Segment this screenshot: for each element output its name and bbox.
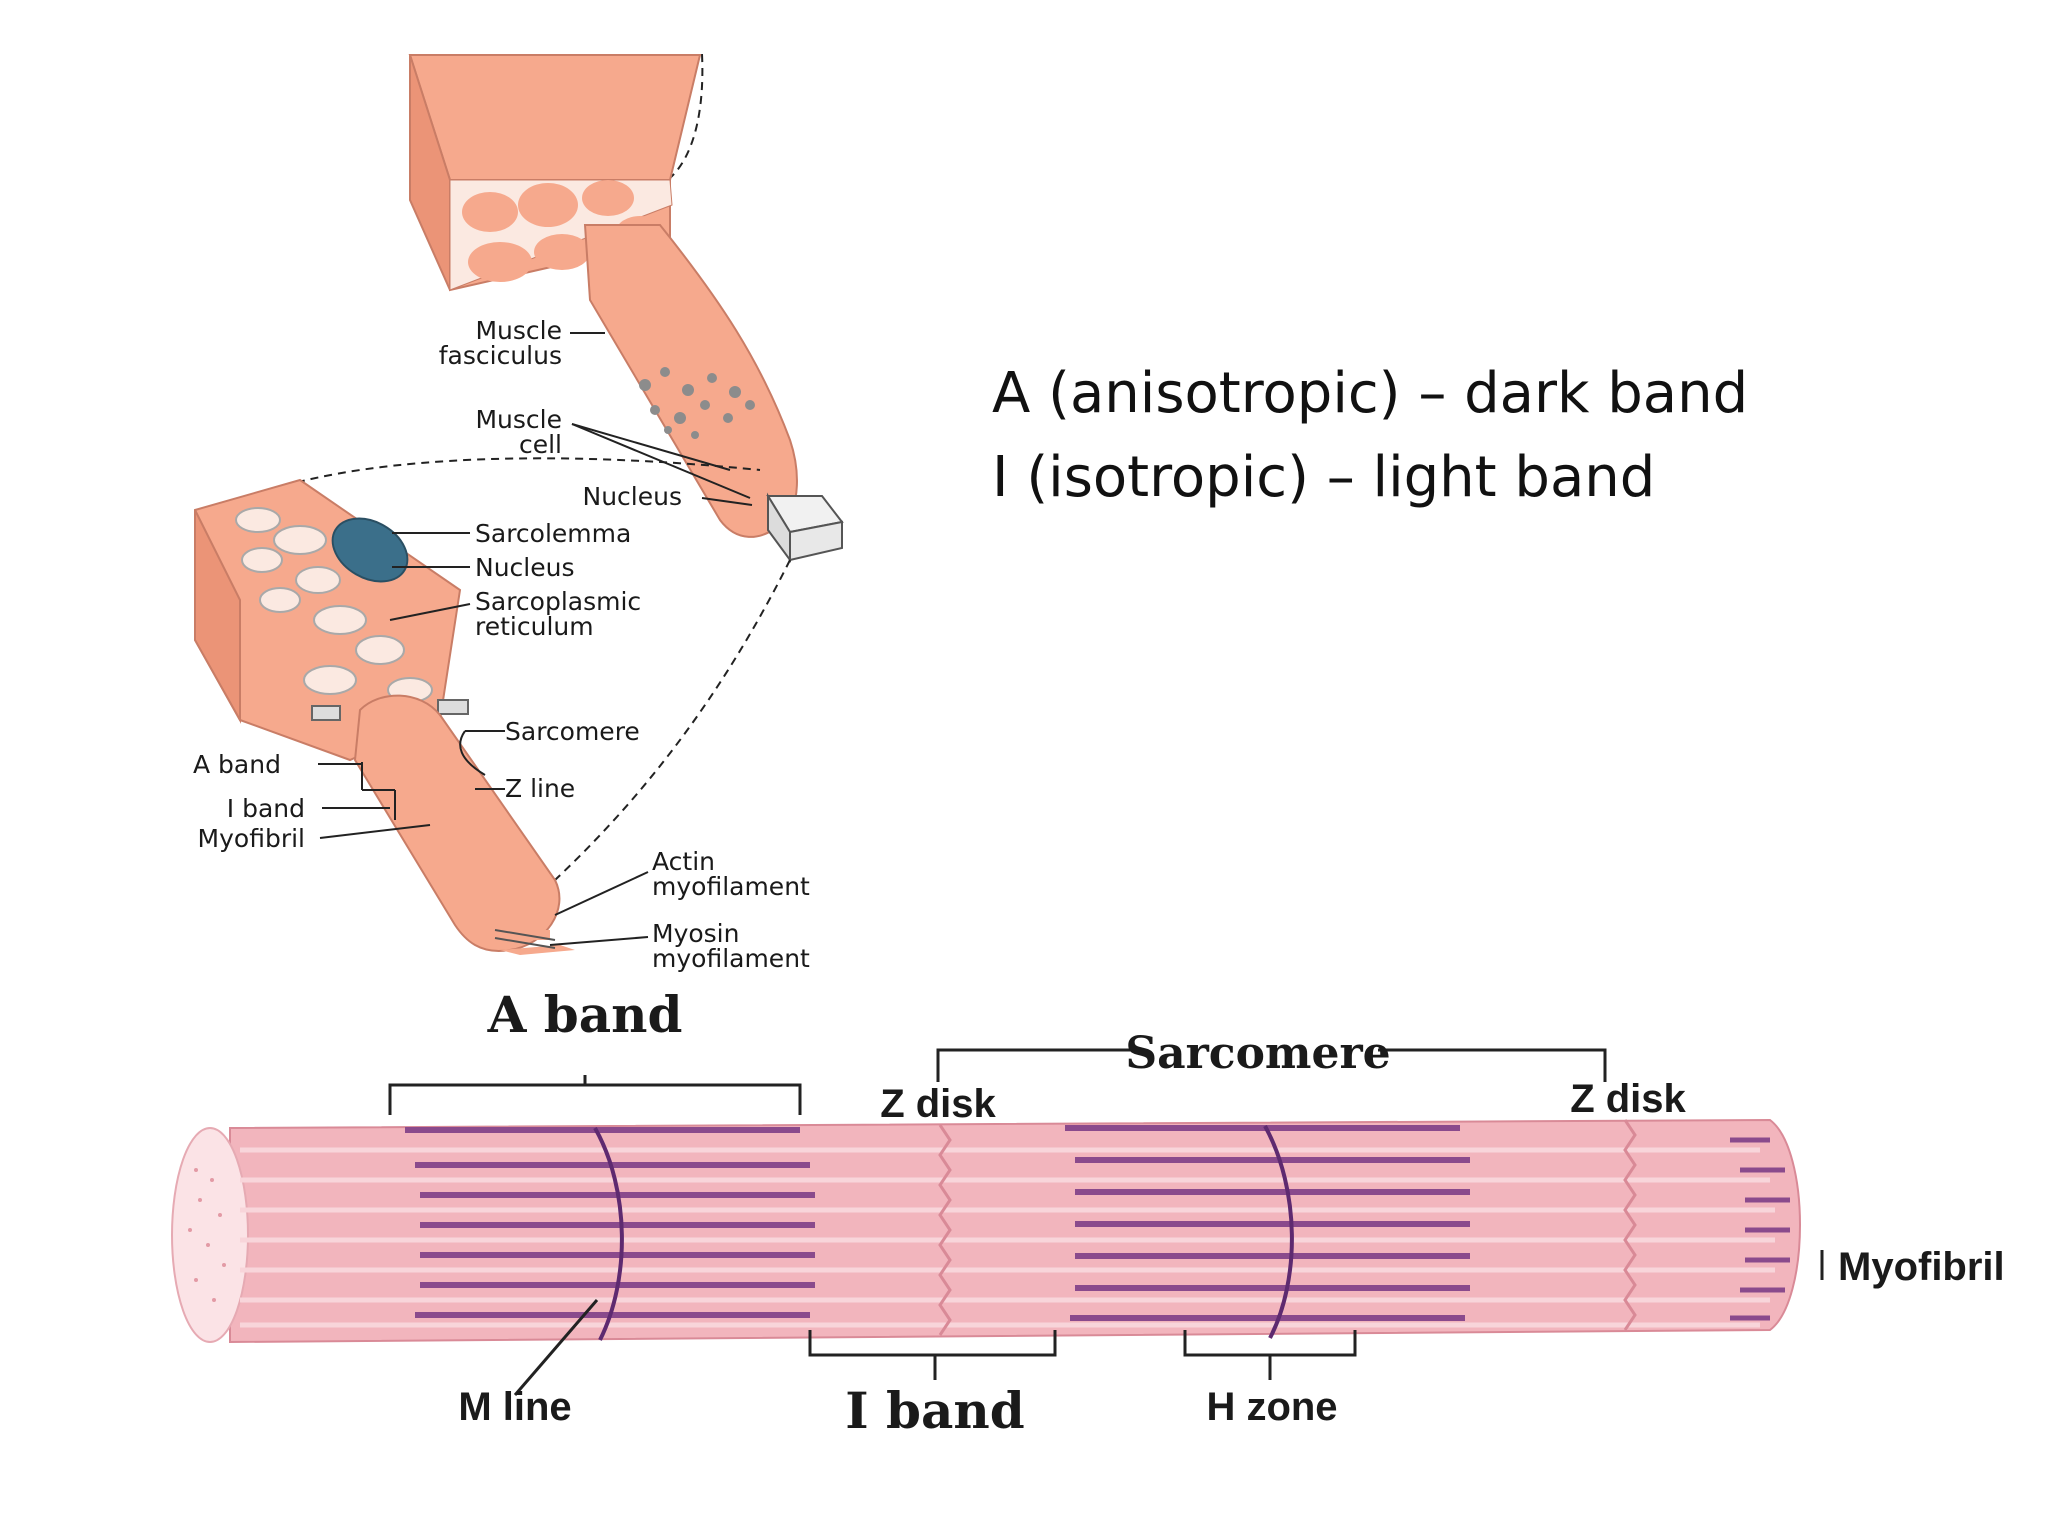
label-sarcolemma: Sarcolemma	[475, 519, 631, 548]
label-z-disk-right: Z disk	[1570, 1077, 1686, 1121]
label-h-zone: H zone	[1206, 1385, 1337, 1429]
label-z-disk-left: Z disk	[880, 1082, 996, 1126]
label-actin-1: Actin	[652, 847, 715, 876]
top-labels: Muscle fasciculus Muscle cell Nucleus Sa…	[193, 316, 810, 973]
myofibril-body	[229, 1118, 1801, 1344]
label-muscle-cell-1: Muscle	[475, 405, 562, 434]
label-a-band-top: A band	[193, 750, 281, 779]
myofibril-end-cap	[171, 1127, 249, 1343]
dashed-guide-left	[269, 457, 761, 491]
label-i-band-top: I band	[227, 794, 305, 823]
myofibril-tube	[353, 694, 575, 955]
right-edge-myosin	[1730, 1137, 1790, 1321]
label-myosin-2: myofilament	[652, 944, 810, 973]
leader-lines	[318, 332, 753, 946]
sarcomere-diagram: A band Sarcomere Z disk Z disk Myofibril…	[171, 985, 2005, 1440]
label-a-band: A band	[487, 985, 683, 1044]
label-muscle-cell-2: cell	[519, 430, 562, 459]
nucleus-shape	[331, 517, 409, 583]
label-z-line: Z line	[505, 774, 575, 803]
z-disks	[938, 1119, 1637, 1336]
i-band-definition: I (isotropic) – light band	[992, 445, 1656, 510]
brackets	[388, 1048, 1824, 1396]
muscle-fasciculus-block	[408, 54, 702, 292]
label-nucleus-2: Nucleus	[475, 553, 575, 582]
dashed-guide-right	[554, 559, 791, 881]
m-line-right	[1263, 1125, 1294, 1339]
fiber-cross-sections	[639, 367, 755, 439]
a-band-myosin-right	[1065, 1125, 1470, 1321]
end-cap-dots	[188, 1168, 226, 1302]
label-sarcoplasmic-reticulum-2: reticulum	[475, 612, 594, 641]
a-band-definition: A (anisotropic) – dark band	[992, 361, 1749, 426]
label-i-band: I band	[845, 1381, 1024, 1440]
light-filaments	[240, 1147, 1775, 1328]
muscle-bundle	[583, 224, 798, 538]
label-myofibril-top: Myofibril	[198, 824, 305, 853]
label-sarcomere: Sarcomere	[1125, 1028, 1390, 1079]
band-definitions: A (anisotropic) – dark band I (isotropic…	[992, 352, 1992, 520]
label-sarcoplasmic-reticulum-1: Sarcoplasmic	[475, 587, 641, 616]
label-myosin-1: Myosin	[652, 919, 739, 948]
label-muscle-fasciculus-1: Muscle	[475, 316, 562, 345]
label-actin-2: myofilament	[652, 872, 810, 901]
label-nucleus-1: Nucleus	[583, 482, 683, 511]
muscle-cell-section-box	[766, 492, 844, 564]
dashed-guide-top	[669, 53, 704, 179]
label-sarcomere-top: Sarcomere	[505, 717, 640, 746]
muscle-cell-cutaway	[194, 478, 469, 762]
m-line-left	[593, 1127, 624, 1341]
label-m-line: M line	[458, 1385, 571, 1429]
label-myofibril: Myofibril	[1838, 1245, 2005, 1289]
muscle-hierarchy-illustration: Muscle fasciculus Muscle cell Nucleus Sa…	[193, 53, 844, 973]
label-muscle-fasciculus-2: fasciculus	[439, 341, 562, 370]
